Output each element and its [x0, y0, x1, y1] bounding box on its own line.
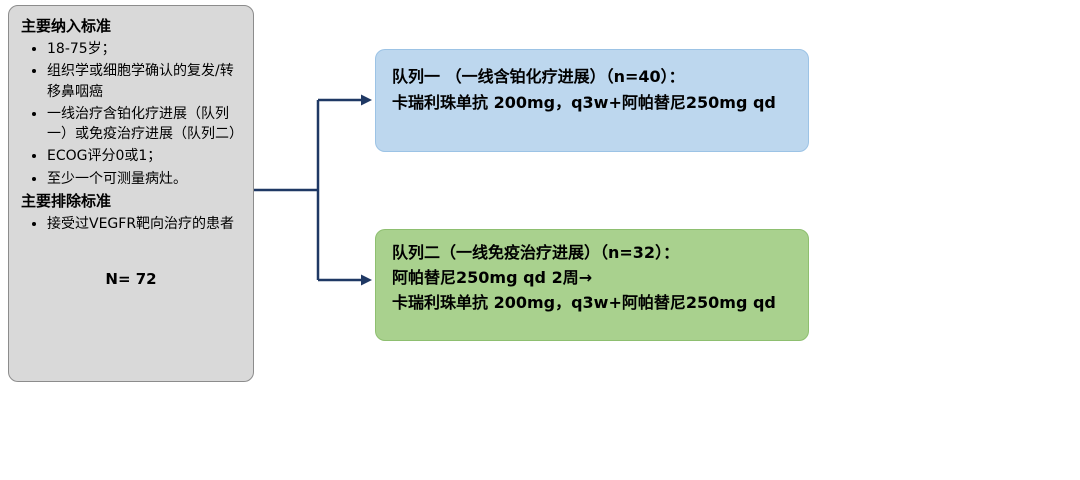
inclusion-criteria-list: 18-75岁； 组织学或细胞学确认的复发/转移鼻咽癌 一线治疗含铂化疗进展（队列…	[21, 39, 243, 189]
inclusion-item: 一线治疗含铂化疗进展（队列一）或免疫治疗进展（队列二）	[47, 104, 243, 145]
connector-trunk	[254, 100, 320, 280]
cohort2-regimen: 卡瑞利珠单抗 200mg，q3w+阿帕替尼250mg qd	[392, 292, 776, 312]
cohort1-box: 队列一 （一线含铂化疗进展）（n=40）： 卡瑞利珠单抗 200mg，q3w+阿…	[375, 49, 809, 152]
cohort1-title: 队列一 （一线含铂化疗进展）（n=40）：	[392, 67, 685, 86]
exclusion-criteria-header: 主要排除标准	[21, 192, 112, 211]
exclusion-item: 接受过VEGFR靶向治疗的患者	[47, 214, 241, 234]
cohort1-regimen: 卡瑞利珠单抗 200mg，q3w+阿帕替尼250mg qd	[392, 92, 776, 112]
eligibility-criteria-box: 主要纳入标准 18-75岁； 组织学或细胞学确认的复发/转移鼻咽癌 一线治疗含铂…	[8, 5, 254, 382]
inclusion-item: 组织学或细胞学确认的复发/转移鼻咽癌	[47, 61, 241, 102]
inclusion-criteria-header: 主要纳入标准	[21, 17, 112, 35]
inclusion-item: 18-75岁；	[47, 39, 241, 59]
cohort2-title: 队列二（一线免疫治疗进展）（n=32）：	[392, 243, 680, 262]
cohort2-leadin: 阿帕替尼250mg qd 2周→	[392, 267, 593, 287]
inclusion-item: 至少一个可测量病灶。	[47, 169, 241, 189]
inclusion-item: ECOG评分0或1；	[47, 146, 241, 166]
exclusion-criteria-list: 接受过VEGFR靶向治疗的患者	[21, 214, 241, 234]
total-enrollment: N= 72	[105, 270, 157, 289]
cohort2-box: 队列二（一线免疫治疗进展）（n=32）： 阿帕替尼250mg qd 2周→ 卡瑞…	[375, 229, 809, 341]
